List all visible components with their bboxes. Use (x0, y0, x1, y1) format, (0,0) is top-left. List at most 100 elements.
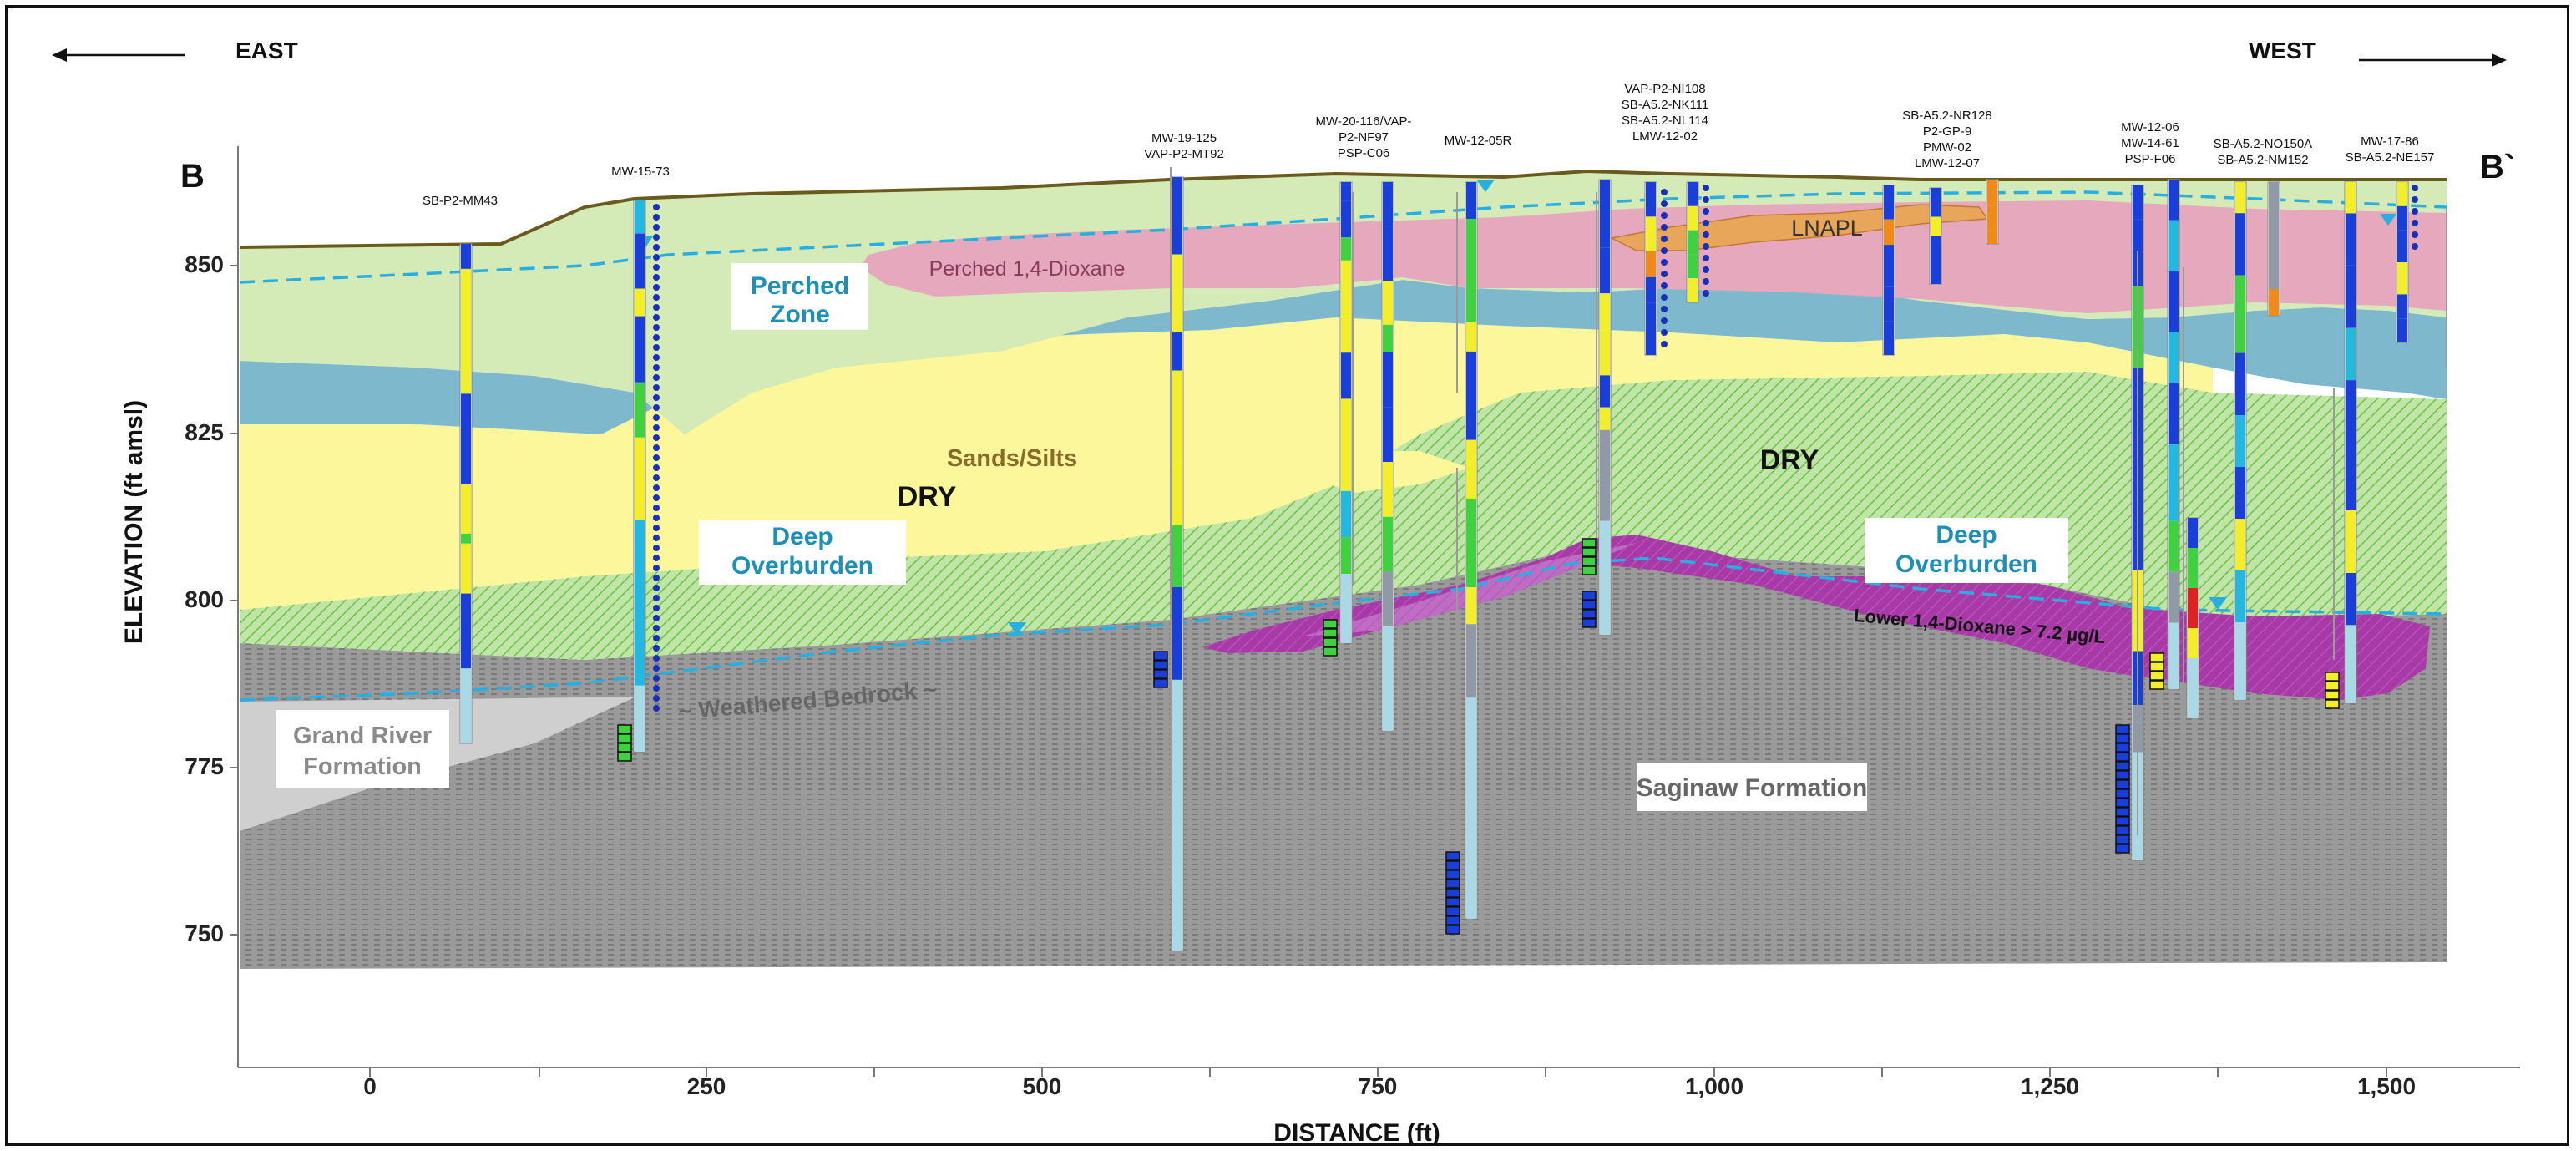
borehole-interval (2346, 432, 2356, 511)
borehole-interval (2188, 548, 2198, 588)
screened-interval (2325, 672, 2340, 682)
borehole-interval (2235, 415, 2245, 467)
screened-interval (1445, 870, 1460, 880)
screened-interval (1323, 646, 1338, 657)
borehole-interval (2169, 520, 2179, 572)
sands-silts-label: Sands/Silts (947, 445, 1077, 472)
screened-interval (2115, 752, 2130, 762)
sample-point (1661, 329, 1668, 336)
borehole-interval (461, 268, 471, 394)
screened-interval (1153, 669, 1168, 679)
borehole-interval (1931, 236, 1941, 265)
screened-interval (2115, 844, 2130, 854)
screened-interval (1445, 888, 1460, 898)
sample-point (653, 505, 660, 511)
sample-point (653, 254, 660, 261)
sample-point (653, 535, 660, 541)
screened-interval (1153, 678, 1168, 688)
well-label: PSP-F06 (2125, 152, 2176, 166)
sample-point (653, 695, 660, 702)
x-tick-label: 250 (687, 1073, 726, 1099)
x-tick-label: 1,000 (1685, 1073, 1743, 1099)
borehole-interval (1466, 439, 1476, 499)
borehole-interval (2397, 182, 2407, 206)
borehole-interval (461, 484, 471, 534)
borehole-interval (635, 200, 645, 234)
borehole-interval (2235, 570, 2245, 622)
boreholes (459, 167, 2447, 951)
sample-point (653, 685, 660, 692)
screened-interval (2325, 681, 2340, 691)
sample-point (1661, 271, 1668, 277)
sample-point (1661, 212, 1668, 219)
borehole-interval (1172, 679, 1182, 758)
water-level-marker (1476, 180, 1495, 192)
borehole-interval (1466, 499, 1476, 588)
x-tick-label: 1,500 (2357, 1073, 2416, 1099)
perched-zone-label: Perched (751, 272, 849, 300)
well-label: LMW-12-02 (1632, 129, 1698, 144)
borehole-interval (635, 316, 645, 383)
sample-point (653, 284, 660, 291)
borehole (2267, 181, 2280, 317)
borehole-interval (2169, 571, 2179, 623)
screened-interval (2115, 733, 2130, 743)
well-label: MW-17-86 (2361, 134, 2419, 149)
screened-interval (1582, 600, 1597, 610)
sample-point (1703, 290, 1709, 297)
borehole-interval (2269, 249, 2279, 289)
borehole-interval (2346, 625, 2356, 703)
screened-interval (2115, 807, 2130, 817)
well-label: MW-12-05R (1445, 134, 1512, 148)
sample-point (1703, 266, 1709, 273)
borehole-interval (2169, 383, 2179, 445)
well-label: LMW-12-07 (1915, 156, 1980, 170)
sample-point (1703, 220, 1709, 226)
borehole-interval (1884, 245, 1894, 287)
screened-interval (1445, 860, 1460, 870)
screened-interval (2325, 699, 2340, 709)
well-label: MW-15-73 (611, 165, 670, 179)
well-label: VAP-P2-NI108 (1624, 82, 1705, 96)
sample-point (653, 334, 660, 341)
well-label: SB-P2-MM43 (423, 194, 498, 208)
well-label: SB-A5.2-NE157 (2346, 150, 2435, 165)
sample-point (653, 434, 660, 441)
borehole-interval (1884, 219, 1894, 246)
grand-river-label: Formation (303, 753, 422, 780)
borehole-interval (1341, 352, 1351, 399)
east-label: EAST (235, 38, 298, 63)
screened-interval (1582, 547, 1597, 557)
well-label: MW-12-06 (2121, 120, 2179, 134)
screened-interval (1323, 628, 1338, 638)
screened-interval (2115, 816, 2130, 826)
y-tick-label: 800 (185, 586, 224, 612)
borehole-interval (2235, 622, 2245, 700)
borehole-interval (2188, 518, 2198, 548)
borehole-interval (2346, 265, 2356, 328)
sample-point (1661, 224, 1668, 231)
borehole-interval (2346, 510, 2356, 573)
x-tick-label: 0 (363, 1073, 377, 1099)
screened-interval (1323, 619, 1338, 629)
borehole-interval (635, 382, 645, 438)
borehole-interval (1600, 429, 1610, 521)
screened-interval (2115, 798, 2130, 808)
sample-point (653, 344, 660, 351)
sample-point (653, 555, 660, 561)
borehole-interval (1172, 757, 1182, 951)
sample-point (653, 304, 660, 311)
borehole-interval (1341, 316, 1351, 353)
borehole-interval (1341, 237, 1351, 261)
figure-frame (5, 5, 2569, 1146)
sample-point (653, 515, 660, 521)
borehole-interval (1383, 182, 1393, 226)
x-tick-label: 750 (1359, 1073, 1398, 1099)
sample-point (653, 424, 660, 431)
screened-interval (2149, 652, 2164, 662)
sample-point (2412, 196, 2418, 203)
screened-interval (2149, 671, 2164, 681)
water-level-marker (2380, 214, 2396, 226)
sample-point (1703, 278, 1709, 285)
